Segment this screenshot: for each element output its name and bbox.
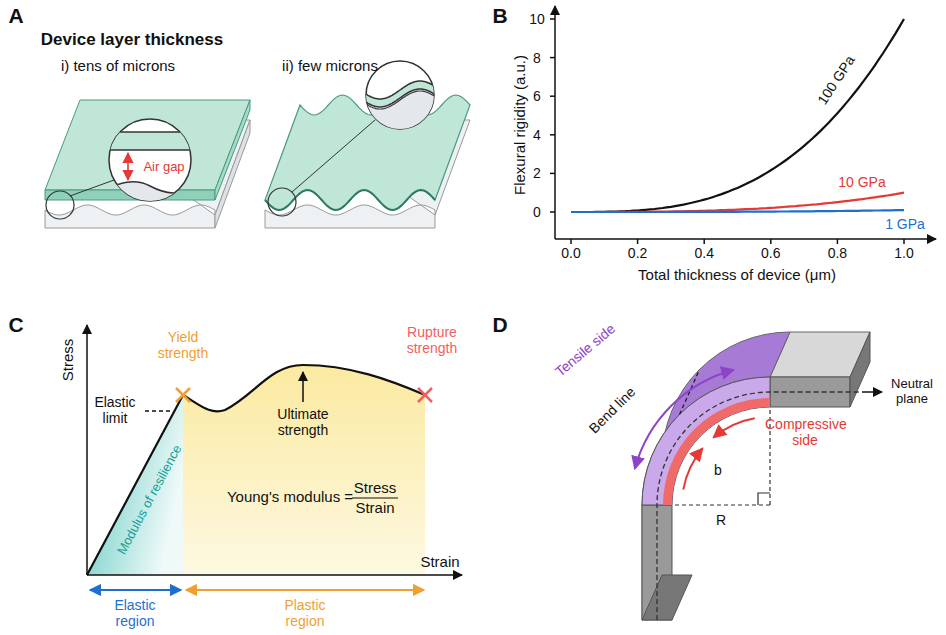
series-label: 1 GPa: [885, 216, 925, 232]
point-label: Yield strength: [152, 329, 214, 361]
tick-label: 4: [533, 127, 541, 143]
axis-title: Strain: [420, 553, 459, 570]
tick-label: 0.6: [761, 245, 780, 261]
tick-label: 2: [533, 165, 541, 181]
plane-label: Neutral plane: [885, 377, 940, 407]
panel-title: Device layer thickness: [41, 30, 223, 50]
tick-label: 10: [529, 11, 545, 27]
region-label: Plastic region: [274, 597, 336, 629]
formula-denominator: Strain: [355, 499, 394, 516]
curve-100gpa: [571, 19, 904, 212]
axis-title: Stress: [59, 339, 76, 382]
surface-label: Tensile side: [552, 320, 618, 379]
stress-strain-curve: [87, 325, 462, 590]
axis-title: Flexural rigidity (a.u.): [511, 55, 528, 195]
annotation: Ultimate strength: [268, 406, 338, 438]
subpanel-label: ii) few microns: [282, 57, 378, 74]
gap-label: Air gap: [143, 160, 184, 175]
region-label: Modulus of resilience: [115, 443, 186, 558]
tick-label: 0.4: [694, 245, 713, 261]
line-label: Bend line: [586, 384, 639, 437]
formula-text: Young's modulus =: [227, 488, 353, 505]
tick-label: 0.0: [561, 245, 580, 261]
panel-letter: D: [492, 313, 507, 337]
point-label: Rupture strength: [397, 324, 467, 356]
panel-letter: C: [8, 313, 23, 337]
thin-device-illustration: [265, 61, 505, 228]
surface-label: Compressive side: [765, 416, 845, 448]
annotation: Elastic limit: [90, 394, 140, 426]
region-label: Elastic region: [104, 597, 166, 629]
series-label: 10 GPa: [838, 174, 885, 190]
tick-label: 1.0: [894, 245, 913, 261]
dimension-label: b: [714, 462, 722, 478]
series-label: 100 GPa: [814, 52, 858, 107]
panel-letter: A: [8, 4, 23, 28]
tick-label: 0: [533, 204, 541, 220]
panel-letter: B: [492, 4, 507, 28]
dimension-label: R: [716, 512, 726, 528]
subpanel-label: i) tens of microns: [61, 57, 175, 74]
tick-label: 8: [533, 50, 541, 66]
axis-title: Total thickness of device (μm): [638, 266, 836, 283]
tick-label: 0.2: [628, 245, 647, 261]
curve-1gpa: [571, 210, 904, 212]
bent-plate-illustration: [635, 332, 882, 620]
curve-10gpa: [571, 193, 904, 212]
formula-numerator: Stress: [354, 479, 397, 496]
tick-label: 6: [533, 88, 541, 104]
tick-label: 0.8: [828, 245, 847, 261]
thick-device-illustration: [45, 100, 250, 228]
chart-axes: [550, 6, 936, 244]
